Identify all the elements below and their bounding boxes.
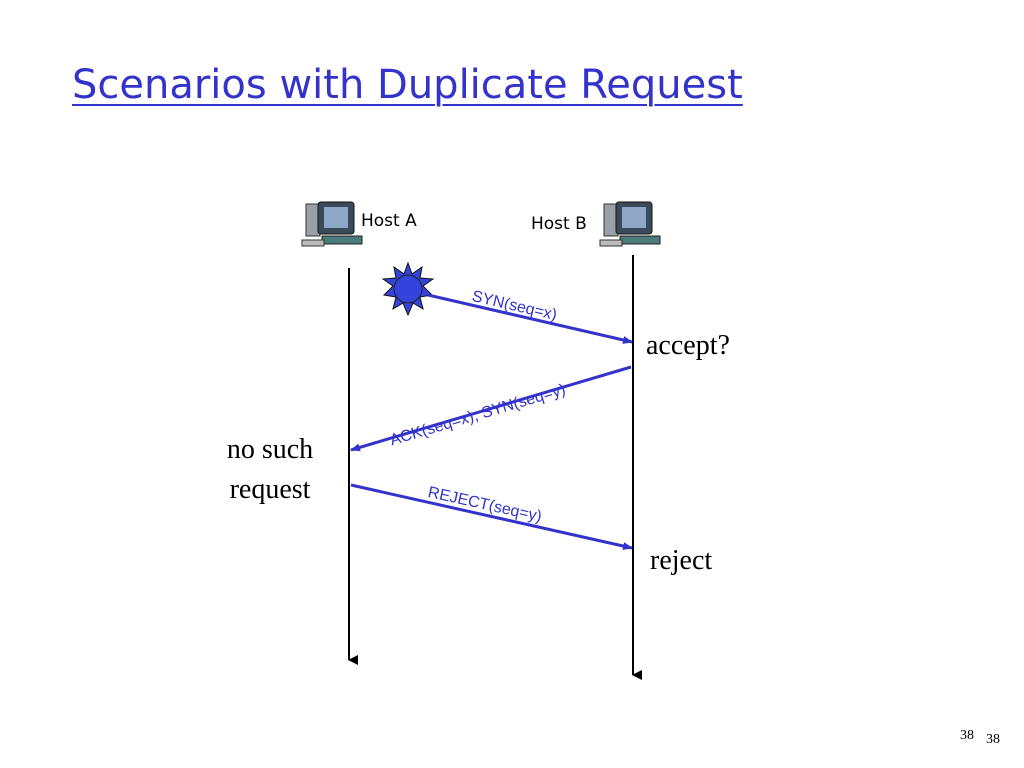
no-such-line: no such — [226, 434, 314, 465]
request-line: request — [229, 474, 311, 505]
no-such-request-note: no such request — [208, 430, 332, 510]
page-number-small: 38 — [960, 728, 974, 743]
accept-note: accept? — [646, 330, 730, 361]
slide-title: Scenarios with Duplicate Request — [72, 62, 743, 108]
host-a-label: Host A — [361, 211, 417, 231]
host-b-computer-icon — [599, 201, 661, 247]
reject-arrow — [350, 483, 633, 550]
host-a-computer-icon — [301, 201, 363, 247]
reject-note: reject — [650, 545, 713, 576]
page-number: 38 — [986, 732, 1000, 747]
ack-syn-arrow — [350, 365, 632, 452]
syn-arrow — [427, 293, 633, 344]
host-b-label: Host B — [531, 214, 587, 234]
burst-icon — [381, 261, 435, 317]
